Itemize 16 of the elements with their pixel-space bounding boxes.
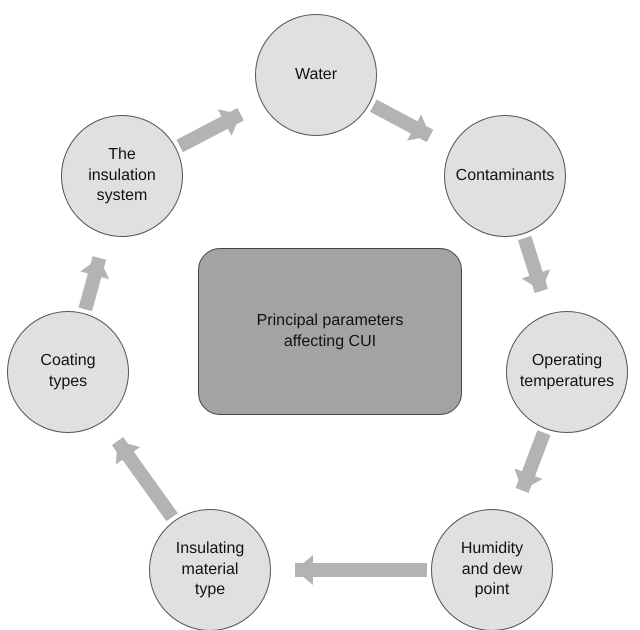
arrow [514,430,551,493]
node-label: Insulating material type [174,538,246,600]
arrow [370,99,434,142]
node-label: The insulation system [87,144,157,206]
node-label: Principal parameters affecting CUI [256,310,404,352]
central-box [198,248,462,415]
arrow [112,436,178,522]
node-label: Humidity and dew point [460,538,524,600]
node-label: Contaminants [456,166,554,186]
node-label: Operating temperatures [518,351,616,392]
arrow [518,236,550,294]
arrow [176,108,244,152]
arrow [295,555,427,585]
node-label: Water [294,64,338,85]
node-label: Coating types [39,351,97,392]
arrow [78,256,110,312]
